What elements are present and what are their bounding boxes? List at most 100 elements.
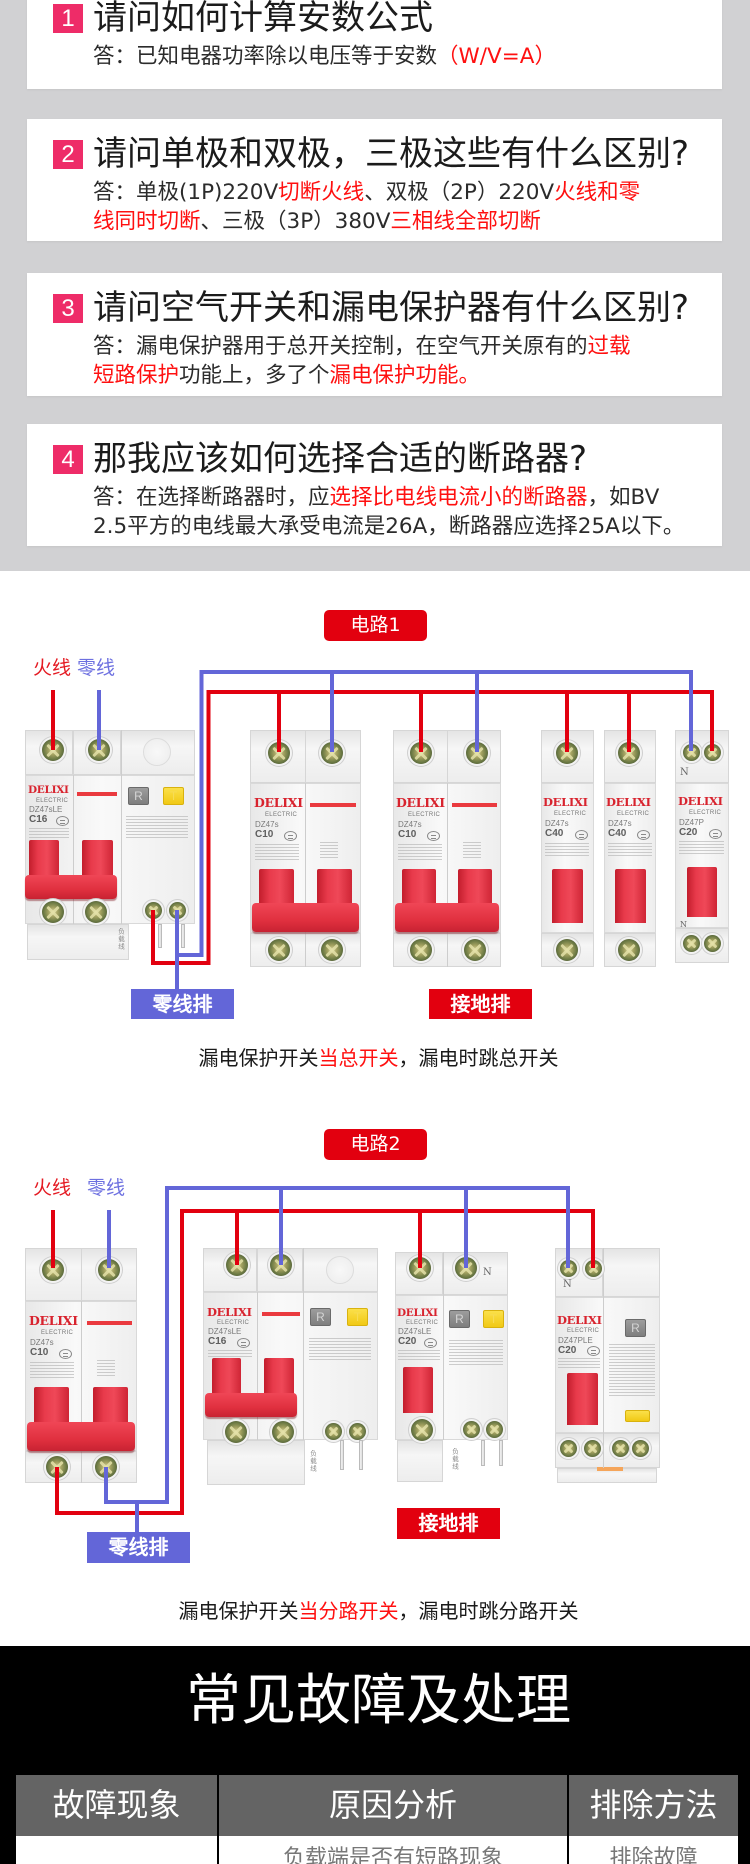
terminal-screw (464, 939, 486, 961)
answer-line: 答：在选择断路器时，应选择比电线电流小的断路器，如BV (93, 483, 684, 512)
brand-logo: DELIXI (397, 1307, 438, 1319)
neutral-wire-label: 零线 (77, 657, 116, 679)
brand-logo: DELIXI (606, 795, 651, 809)
terminal-screw (272, 1421, 294, 1443)
answer-text: 答：漏电保护器用于总开关控制，在空气开关原有的 (93, 334, 588, 359)
current-rating: C16 (29, 814, 48, 825)
spec-text-lines (609, 1344, 655, 1398)
ccc-certification-icon (424, 1338, 437, 1348)
brand-subtitle: ELECTRIC (41, 1330, 74, 1336)
terminal-screw (270, 1254, 292, 1276)
mcb-1p-breaker: DELIXI ELECTRIC DZ47s C40 (541, 730, 594, 967)
neutral-busbar-label: 零线排 (131, 989, 234, 1019)
terminal-screw (145, 902, 162, 919)
answer-text: 、三极（3P）380V (200, 209, 391, 234)
terminal-screw (618, 742, 640, 764)
troubleshooting-table: 故障现象 原因分析 排除方法 负载端是否有短路现象 排除故障 (16, 1775, 738, 1864)
terminal-screw (612, 1440, 629, 1457)
spec-text-lines (679, 841, 724, 856)
question-number-badge: 3 (53, 293, 83, 323)
brand-subtitle: ELECTRIC (265, 812, 298, 818)
answer-highlight: 切断火线 (278, 180, 365, 205)
load-side-label: 负载线 (308, 1450, 317, 1473)
answer-highlight: 选择比电线电流小的断路器 (329, 485, 588, 510)
handle-tie-bar (252, 903, 359, 932)
question-number-badge: 4 (53, 444, 83, 474)
table-cell-symptom (16, 1836, 217, 1864)
reset-button: R (128, 787, 149, 805)
terminal-screw (466, 742, 488, 764)
lower-extension (207, 1440, 305, 1485)
terminal-screw (683, 935, 700, 952)
caption-highlight: 当总开关 (318, 1046, 399, 1070)
model-number: DZ47sLE (208, 1327, 242, 1336)
answer-line: 短路保护功能上，多了个漏电保护功能。 (93, 361, 631, 390)
terminal-screw (169, 902, 186, 919)
terminal-screw (321, 939, 343, 961)
brand-logo: DELIXI (29, 1313, 78, 1328)
pole-divider (303, 1248, 304, 1440)
model-number: DZ47sLE (29, 805, 63, 814)
test-button (625, 1410, 650, 1422)
terminal-screw (42, 901, 64, 923)
red-stripe (87, 1321, 132, 1325)
brand-logo: DELIXI (207, 1305, 252, 1319)
answer-text: 2.5平方的电线最大承受电流是26A，断路器应选择25A以下。 (93, 514, 685, 539)
pole-divider (81, 1301, 82, 1483)
question-text: 请问空气开关和漏电保护器有什么区别? (93, 288, 690, 328)
ccc-certification-icon (56, 816, 69, 826)
brand-subtitle: ELECTRIC (554, 811, 587, 817)
current-rating: C10 (398, 829, 417, 840)
circuit-2-caption: 漏电保护开关当分路开关，漏电时跳分路开关 (0, 1599, 750, 1623)
ccc-certification-icon (575, 830, 588, 840)
model-number: DZ47s (608, 819, 632, 828)
faq-question: 2 请问单极和双极，三极这些有什么区别? (53, 136, 689, 172)
pole-divider (447, 783, 448, 967)
answer-highlight: 过载 (587, 334, 631, 359)
neutral-mark: N (680, 767, 689, 778)
terminal-screw (46, 1456, 68, 1478)
terminal-screw (704, 744, 721, 761)
output-prong (499, 1440, 503, 1466)
spec-text-lines (545, 843, 589, 858)
caption-text: ，漏电时跳分路开关 (398, 1599, 579, 1623)
pole-divider (443, 1252, 444, 1440)
answer-text: ，如BV (587, 485, 660, 510)
terminal-screw (410, 742, 432, 764)
terminal-screw (325, 1423, 342, 1440)
lower-extension (397, 1440, 443, 1482)
brand-subtitle: ELECTRIC (567, 1328, 600, 1334)
spec-text-lines (126, 816, 188, 840)
section-title: 常见故障及处理 (185, 1668, 571, 1732)
answer-line: 2.5平方的电线最大承受电流是26A，断路器应选择25A以下。 (93, 512, 684, 541)
current-rating: C20 (558, 1345, 577, 1356)
handle-tie-bar (27, 1422, 135, 1451)
terminal-screw (584, 1440, 601, 1457)
reset-button: R (310, 1308, 331, 1326)
handle-tie-bar (205, 1393, 297, 1417)
terminal-screw (463, 1421, 480, 1438)
terminal-screw (560, 1260, 577, 1277)
model-number: DZ47P (679, 818, 704, 827)
neutral-wire-label: 零线 (87, 1177, 126, 1199)
spec-text-lines (30, 1362, 74, 1380)
output-prong (481, 1440, 485, 1466)
terminal-screw (226, 1254, 248, 1276)
faq-card: 4 那我应该如何选择合适的断路器? 答：在选择断路器时，应选择比电线电流小的断路… (27, 424, 722, 546)
ccc-certification-icon (587, 1346, 600, 1356)
table-cell-cause: 负载端是否有短路现象 (217, 1836, 567, 1864)
ccc-certification-icon (59, 1349, 72, 1359)
faq-section: 1 请问如何计算安数公式 答：已知电器功率除以电压等于安数（W/V=A） 2 请… (0, 0, 750, 571)
faq-answer: 答：单极(1P)220V切断火线、双极（2P）220V火线和零 线同时切断、三极… (93, 178, 640, 236)
rcd-module-top (603, 1248, 660, 1297)
table-header-symptom: 故障现象 (16, 1775, 217, 1836)
caption-text: 漏电保护开关 (198, 1046, 319, 1070)
rcbo-breaker: DELIXI ELECTRIC DZ47sLE C16 R T 负载线 (203, 1248, 378, 1485)
din-clip-tab (597, 1467, 623, 1471)
answer-highlight: 火线和零 (554, 180, 641, 205)
question-text: 请问如何计算安数公式 (93, 0, 433, 38)
terminal-screw (85, 901, 107, 923)
ccc-certification-icon (237, 1338, 250, 1348)
neutral-busbar-label: 零线排 (87, 1532, 190, 1563)
pole-divider (305, 783, 306, 967)
